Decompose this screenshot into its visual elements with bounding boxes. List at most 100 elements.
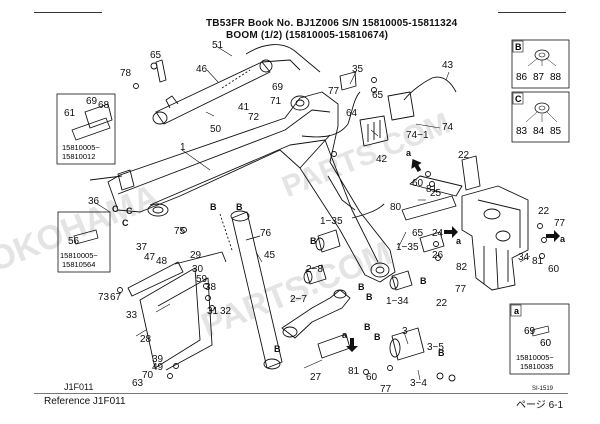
callout-60-right: 60	[548, 264, 560, 275]
callout-48: 48	[156, 256, 168, 267]
callout-2-8: 2−8	[306, 264, 323, 275]
callout-69-left: 69	[86, 96, 98, 107]
callout-77-top: 77	[328, 86, 340, 97]
footer-reference: Reference J1F011	[44, 396, 126, 407]
callout-65-low: 65	[412, 228, 424, 239]
footer-rule	[34, 393, 568, 394]
header-model-line: TB53FR Book No. BJ1Z006 S/N 15810005-158…	[206, 18, 458, 29]
inset-B-part-86: 86	[516, 72, 528, 83]
ref-C-2: C	[122, 218, 129, 228]
callout-77-mid: 77	[455, 284, 467, 295]
ref-B-9: B	[274, 344, 281, 354]
inset-B-part-88: 88	[550, 72, 562, 83]
inset-serial-left: 15810005− 15810564	[57, 211, 111, 273]
callout-22-mid: 22	[436, 298, 448, 309]
callout-30: 30	[192, 264, 204, 275]
inset-a-part-69: 69	[524, 326, 536, 337]
ref-B-6: B	[420, 276, 427, 286]
work-lamp-drawing	[359, 91, 415, 147]
arrow-a-2	[444, 226, 458, 238]
footer-left-code: J1F011	[64, 382, 94, 392]
inset-a-serial-2: 15810035	[520, 362, 553, 371]
callout-77-bottom: 77	[380, 384, 392, 395]
callout-81-top: 81	[426, 184, 438, 195]
callout-1-35-right: 1−35	[396, 242, 419, 253]
callout-69-top: 69	[272, 82, 284, 93]
callout-82: 82	[456, 262, 468, 273]
callout-78: 78	[120, 68, 132, 79]
callout-81-right: 81	[532, 256, 544, 267]
inset-B-label: B	[515, 42, 522, 52]
callout-37: 37	[136, 242, 148, 253]
ref-B-7: B	[364, 322, 371, 332]
callout-26: 26	[432, 250, 444, 261]
callout-1: 1	[180, 142, 186, 153]
ref-B-5: B	[310, 236, 317, 246]
callout-1-34: 1−34	[386, 296, 409, 307]
callout-60-bottom: 60	[366, 372, 378, 383]
arrow-a-1	[411, 158, 422, 173]
inset-a-part-60: 60	[540, 338, 552, 349]
callout-45: 45	[264, 250, 276, 261]
inset-C-part-84: 84	[533, 126, 545, 137]
callout-3-5: 3−5	[427, 342, 444, 353]
callout-36: 36	[88, 196, 100, 207]
callout-70: 70	[142, 370, 154, 381]
hose-lines-drawing	[245, 44, 457, 219]
callout-56: 56	[68, 236, 80, 247]
link-drawing	[281, 289, 351, 339]
callout-25: 25	[430, 188, 442, 199]
leader-lines	[93, 45, 531, 381]
ref-B-10: B	[438, 348, 445, 358]
callout-65-left: 65	[150, 50, 162, 61]
inset-left-serial-1: 15810005−	[60, 251, 98, 260]
ref-B-8: B	[374, 332, 381, 342]
inset-serial-top-left: 15810005− 15810012	[56, 93, 116, 165]
callout-29: 29	[190, 250, 202, 261]
callout-24: 24	[432, 228, 444, 239]
callout-3-4: 3−4	[410, 378, 427, 389]
callout-33: 33	[126, 310, 138, 321]
ref-a-1: a	[406, 148, 412, 158]
callout-49: 49	[152, 362, 164, 373]
callout-41: 41	[238, 102, 250, 113]
ref-B-1: B	[210, 202, 217, 212]
callout-76: 76	[260, 228, 272, 239]
ref-B-3: B	[358, 282, 365, 292]
ref-a-2: a	[456, 236, 462, 246]
reference-letters: B B B B B B B B B B C C C a a a a	[112, 148, 566, 358]
callout-43: 43	[442, 60, 454, 71]
callout-32: 32	[220, 306, 232, 317]
inset-C-part-83: 83	[516, 126, 528, 137]
watermark-text-1: YOKOHAMA	[0, 177, 164, 288]
callout-34: 34	[518, 252, 530, 263]
callout-71: 71	[270, 96, 282, 107]
inset-a-label: a	[514, 306, 520, 316]
reference-arrows	[346, 158, 560, 352]
callout-47: 47	[144, 252, 156, 263]
callout-74: 74	[442, 122, 454, 133]
callout-31: 31	[207, 306, 219, 317]
arrow-a-3	[546, 230, 560, 242]
bracket-drawing	[461, 185, 529, 291]
cover-plates-drawing	[127, 251, 227, 371]
inset-a: a 69 60 15810005− 15810035	[509, 303, 570, 375]
ref-a-3: a	[560, 234, 566, 244]
footer-page-label: ページ 6-1	[516, 400, 564, 411]
fasteners-drawing	[117, 62, 547, 382]
callout-22-right: 22	[538, 206, 550, 217]
inset-C: C 83 84 85	[511, 91, 570, 143]
arrow-a-4	[346, 338, 358, 352]
inset-B-part-87: 87	[533, 72, 545, 83]
inset-C-part-85: 85	[550, 126, 562, 137]
inset-C-label: C	[515, 94, 522, 104]
header-rule-right	[498, 12, 566, 13]
callout-51: 51	[212, 40, 224, 51]
inset-tl-serial-1: 15810005−	[62, 143, 100, 152]
callout-42: 42	[376, 154, 388, 165]
inset-tl-serial-2: 15810012	[62, 152, 95, 161]
callout-46: 46	[196, 64, 208, 75]
callout-27: 27	[310, 372, 322, 383]
